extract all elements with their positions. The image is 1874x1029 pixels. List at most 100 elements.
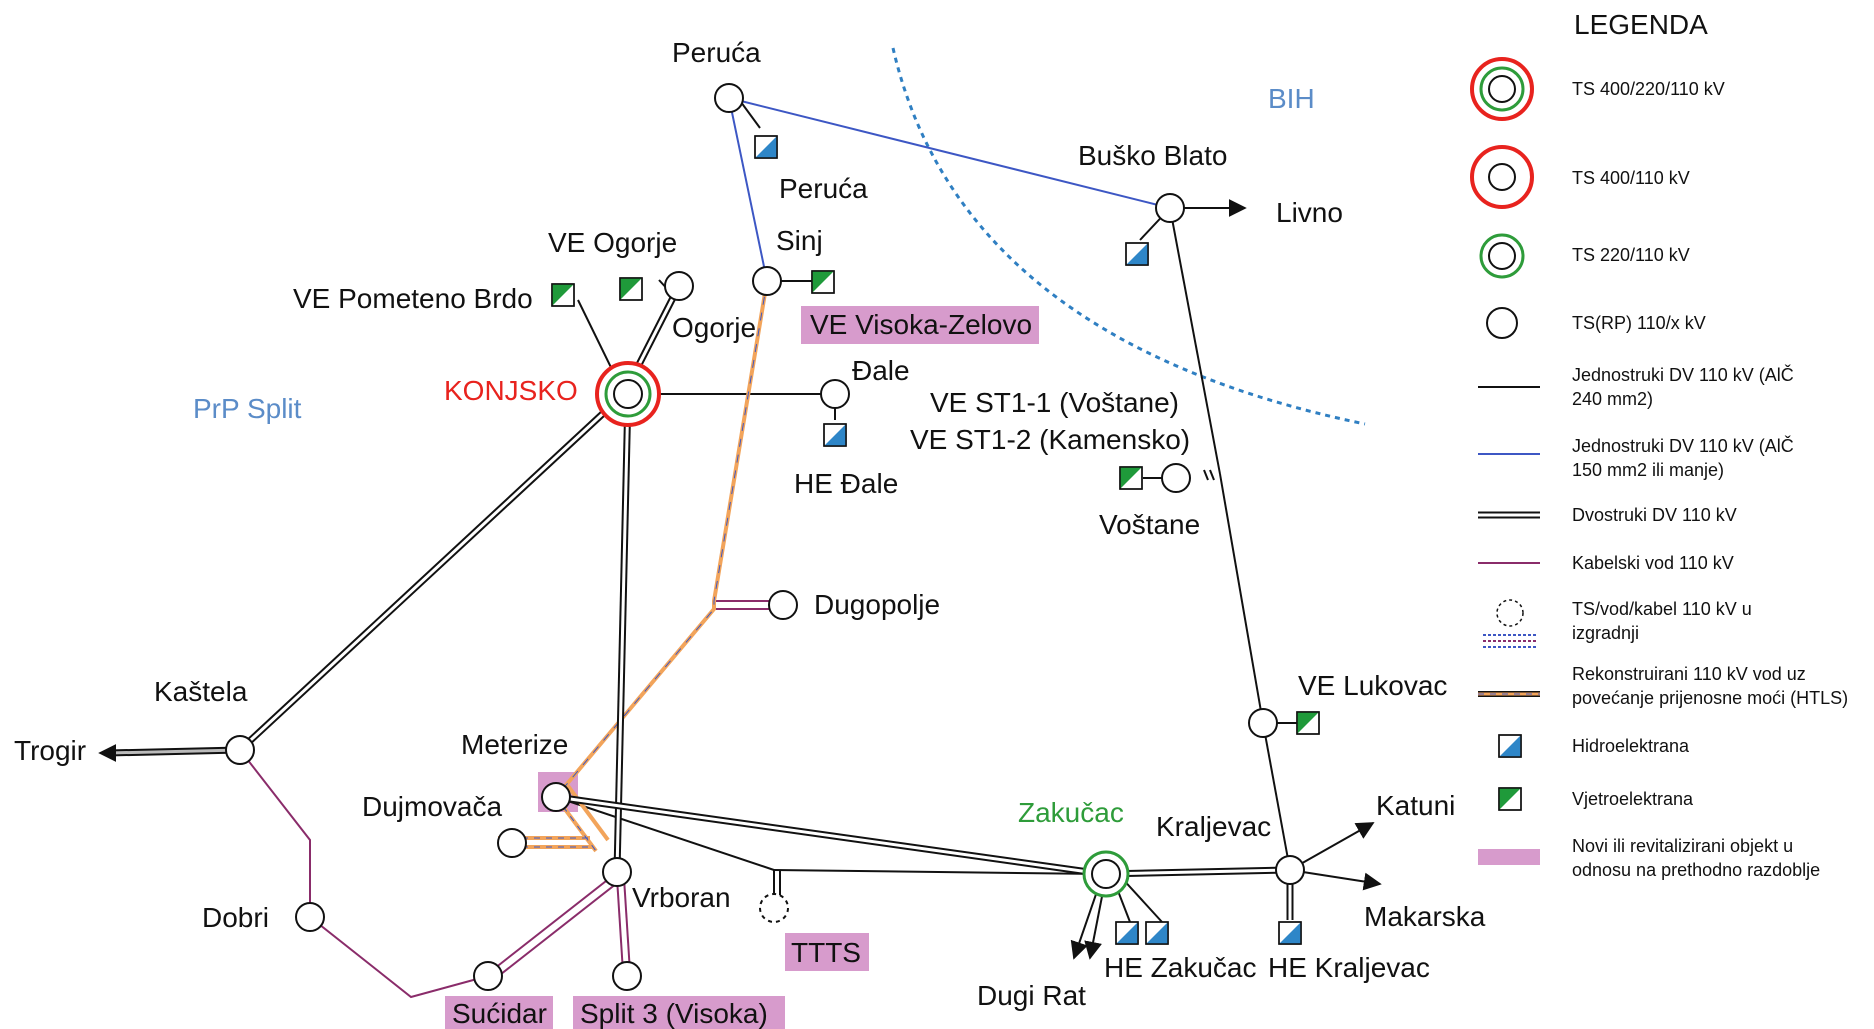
- wind-ogorje-icon: [619, 277, 643, 301]
- ts-dujmovaca[interactable]: [497, 828, 527, 858]
- label-ve-visoka: VE Visoka-Zelovo: [810, 309, 1032, 340]
- legend-item-9b: izgradnji: [1572, 623, 1639, 643]
- label-vrboran: Vrboran: [632, 882, 731, 913]
- ts-dugopolje[interactable]: [768, 590, 798, 620]
- ts-vrboran[interactable]: [602, 857, 632, 887]
- legend-item-10a: Rekonstruirani 110 kV vod uz: [1572, 664, 1806, 684]
- wind-lukovac-icon: [1296, 711, 1320, 735]
- legend-item-10b: povećanje prijenosne moći (HTLS): [1572, 688, 1848, 708]
- hydro-zakucac-2-icon: [1145, 921, 1169, 945]
- label-zakucac: Zakučac: [1018, 797, 1124, 828]
- htls-lines: [498, 280, 769, 853]
- legend-item-6b: 150 mm2 ili manje): [1572, 460, 1724, 480]
- hydro-peruca-icon: [754, 135, 778, 159]
- ts-lukovac[interactable]: [1248, 708, 1278, 738]
- legend-item-2: TS 400/110 kV: [1572, 168, 1690, 188]
- legend-wind-icon: [1498, 787, 1522, 811]
- label-peruca: Peruća: [672, 37, 761, 68]
- cable-lines: [239, 600, 783, 999]
- legend-hydro-icon: [1498, 734, 1522, 758]
- hydro-dale-icon: [823, 423, 847, 447]
- hydro-kraljevac-icon: [1278, 921, 1302, 945]
- legend-item-6a: Jednostruki DV 110 kV (AlČ: [1572, 435, 1794, 456]
- label-he-zakucac: HE Zakučac: [1104, 952, 1257, 983]
- ts-sucidar[interactable]: [473, 961, 503, 991]
- ts-dobri[interactable]: [295, 902, 325, 932]
- label-dujmovaca: Dujmovača: [362, 791, 502, 822]
- legend-item-8: Kabelski vod 110 kV: [1572, 553, 1734, 573]
- legend-item-3: TS 220/110 kV: [1572, 245, 1690, 265]
- legend-item-9a: TS/vod/kabel 110 kV u: [1572, 599, 1752, 619]
- legend-ts-400-icon: [1470, 145, 1534, 209]
- legend-item-1: TS 400/220/110 kV: [1572, 79, 1725, 99]
- label-livno: Livno: [1276, 197, 1343, 228]
- ts-split3[interactable]: [612, 961, 642, 991]
- substations: [225, 83, 1305, 991]
- legend-item-12: Vjetroelektrana: [1572, 789, 1694, 809]
- thin-lines: [728, 97, 1171, 282]
- label-he-kraljevac: HE Kraljevac: [1268, 952, 1430, 983]
- ts-ttts[interactable]: [759, 893, 789, 923]
- label-meterize: Meterize: [461, 729, 568, 760]
- legend-construction-icon: [1483, 599, 1537, 648]
- wind-vostane-icon: [1119, 466, 1143, 490]
- legend-item-11: Hidroelektrana: [1572, 736, 1690, 756]
- ts-vostane[interactable]: [1161, 463, 1191, 493]
- label-lukovac: VE Lukovac: [1298, 670, 1447, 701]
- ts-meterize[interactable]: [541, 782, 571, 812]
- hydro-busko-icon: [1125, 242, 1149, 266]
- legend-item-5a: Jednostruki DV 110 kV (AlČ: [1572, 364, 1794, 385]
- label-ogorje: Ogorje: [672, 312, 756, 343]
- label-trogir: Trogir: [14, 735, 86, 766]
- label-busko-blato: Buško Blato: [1078, 140, 1227, 171]
- double-lines: [98, 284, 1294, 920]
- ts-konjsko[interactable]: [595, 361, 661, 427]
- legend-ts-220-icon: [1479, 233, 1525, 279]
- hydro-zakucac-1-icon: [1115, 921, 1139, 945]
- label-he-peruca: Peruća: [779, 173, 868, 204]
- label-katuni: Katuni: [1376, 790, 1455, 821]
- label-sucidar: Sućidar: [452, 998, 547, 1029]
- region-bih: BIH: [1268, 83, 1315, 114]
- wind-sinj-icon: [811, 270, 835, 294]
- label-he-dale: HE Đale: [794, 468, 898, 499]
- ts-sinj[interactable]: [752, 266, 782, 296]
- label-konjsko: KONJSKO: [444, 375, 578, 406]
- label-dale: Đale: [852, 355, 910, 386]
- label-ve-st1-1: VE ST1-1 (Voštane): [930, 387, 1179, 418]
- ts-busko-blato[interactable]: [1155, 193, 1185, 223]
- ts-zakucac[interactable]: [1082, 850, 1130, 898]
- legend-item-5b: 240 mm2): [1572, 389, 1653, 409]
- label-ve-st1-2: VE ST1-2 (Kamensko): [910, 424, 1190, 455]
- legend-title: LEGENDA: [1574, 9, 1708, 40]
- legend-item-13b: odnosu na prethodno razdoblje: [1572, 860, 1820, 880]
- ts-ogorje[interactable]: [664, 271, 694, 301]
- legend-ts-110-icon: [1486, 307, 1518, 339]
- legend-highlight-icon: [1478, 849, 1540, 865]
- wind-pometeno-icon: [551, 283, 575, 307]
- state-border: [891, 47, 1366, 426]
- legend-item-4: TS(RP) 110/x kV: [1572, 313, 1706, 333]
- label-split3: Split 3 (Visoka): [580, 998, 768, 1029]
- region-prp-split: PrP Split: [193, 393, 302, 424]
- label-ttts: TTTS: [791, 937, 861, 968]
- label-dugopolje: Dugopolje: [814, 589, 940, 620]
- label-sinj: Sinj: [776, 225, 823, 256]
- legend-item-7: Dvostruki DV 110 kV: [1572, 505, 1737, 525]
- ts-dale[interactable]: [820, 379, 850, 409]
- ts-kraljevac[interactable]: [1275, 855, 1305, 885]
- label-kastela: Kaštela: [154, 676, 248, 707]
- label-ve-ogorje: VE Ogorje: [548, 227, 677, 258]
- legend: LEGENDA TS 400/220/110 kV TS 400/110 kV …: [1470, 9, 1848, 880]
- label-vostane: Voštane: [1099, 509, 1200, 540]
- ts-peruca[interactable]: [714, 83, 744, 113]
- label-ve-pometeno: VE Pometeno Brdo: [293, 283, 533, 314]
- ts-kastela[interactable]: [225, 735, 255, 765]
- label-dobri: Dobri: [202, 902, 269, 933]
- legend-ts-400-220-icon: [1470, 57, 1534, 121]
- label-kraljevac: Kraljevac: [1156, 811, 1271, 842]
- label-makarska: Makarska: [1364, 901, 1486, 932]
- legend-item-13a: Novi ili revitalizirani objekt u: [1572, 836, 1793, 856]
- label-dugi-rat: Dugi Rat: [977, 980, 1086, 1011]
